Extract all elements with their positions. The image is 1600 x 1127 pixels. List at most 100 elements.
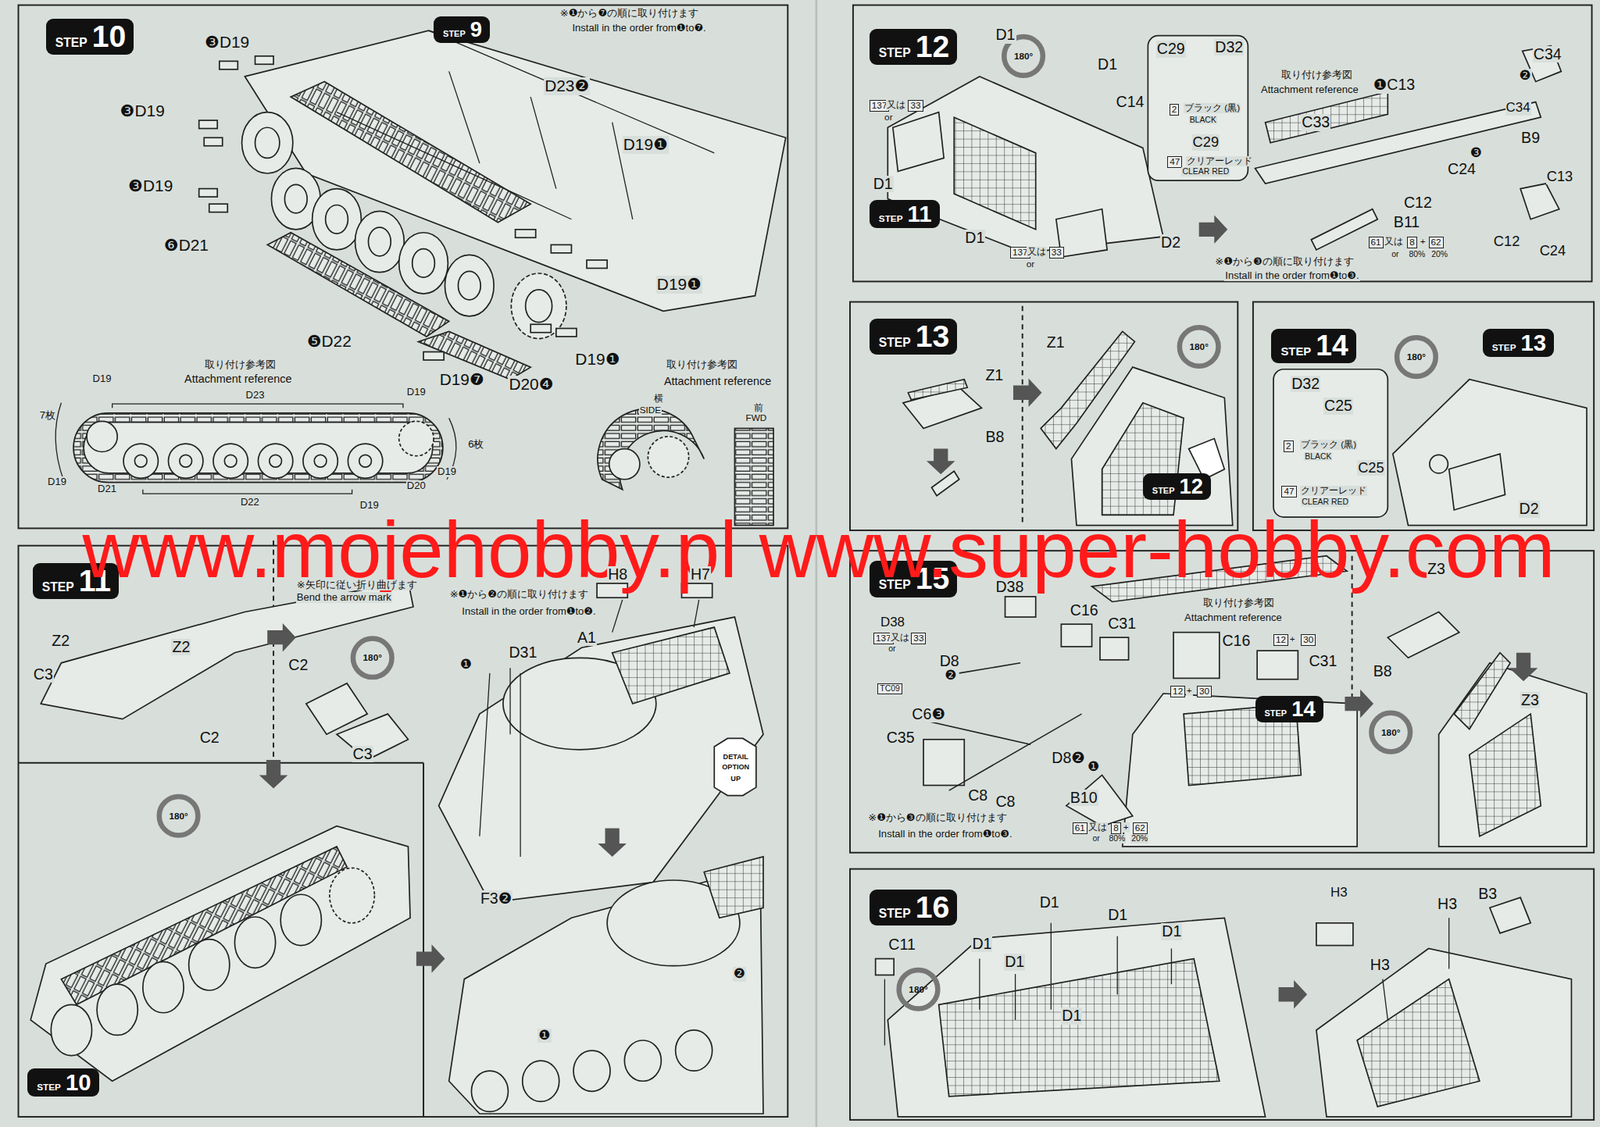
part-label: ❷ <box>732 967 747 983</box>
watermark: www.mojehobby.pl www.super-hobby.com <box>81 510 1556 590</box>
part-label: ❶C13 <box>1372 76 1416 94</box>
paint-code: 33 <box>910 632 926 645</box>
part-label: D19 <box>46 476 68 488</box>
part-label: Attachment reference <box>663 375 772 389</box>
part-label: 又は <box>885 100 907 111</box>
step-number: 9 <box>470 18 483 40</box>
part-label: 前 <box>753 403 765 414</box>
step-badge: STEP9 <box>433 16 490 43</box>
step-word: STEP <box>1264 709 1288 718</box>
part-label: Z2 <box>171 639 191 657</box>
part-label: ❸ <box>1469 146 1483 161</box>
part-label: + <box>1419 236 1427 247</box>
rotate-mark: 180° <box>362 653 383 664</box>
part-label: 取り付け参考図 <box>1280 69 1354 81</box>
step-number: 11 <box>907 202 933 225</box>
part-label: D19❼ <box>439 371 486 390</box>
step-badge: STEP12 <box>869 28 958 65</box>
part-label: B11 <box>1392 214 1421 232</box>
part-label: D23❷ <box>543 77 590 96</box>
step-word: STEP <box>1152 486 1175 496</box>
part-label: Z1 <box>984 367 1004 385</box>
part-label: B9 <box>1520 129 1541 147</box>
step-badge: STEP10 <box>46 18 134 55</box>
part-label: C6❸ <box>910 706 947 724</box>
rotate-mark: 180° <box>1380 727 1401 738</box>
part-label: CLEAR RED <box>1300 497 1350 507</box>
part-label: D1 <box>964 229 986 247</box>
step-number: 16 <box>915 892 950 923</box>
part-label: 取り付け参考図 <box>1202 597 1275 609</box>
step-number: 10 <box>92 21 127 52</box>
paint-code: 12 <box>1273 634 1289 647</box>
part-label: D20 <box>406 480 427 492</box>
part-label: C8 <box>994 793 1016 811</box>
part-label: 20% <box>1430 250 1449 259</box>
part-label: C12 <box>1492 233 1522 250</box>
step-badge: STEP14 <box>1255 696 1324 723</box>
part-label: + <box>1289 634 1297 645</box>
part-label: D19 <box>406 386 427 398</box>
part-label: A1 <box>576 629 597 647</box>
part-label: 又は <box>1087 822 1108 833</box>
part-label: C24 <box>1539 242 1568 259</box>
part-label: D32 <box>1214 39 1244 57</box>
paint-code: 12 <box>1170 685 1186 698</box>
part-label: D1 <box>1107 907 1129 925</box>
part-label: ブラック (黒) <box>1300 439 1358 450</box>
part-label: or <box>883 112 893 123</box>
part-label: ※❶から❷の順に取り付けます <box>449 589 590 600</box>
part-label: D19 <box>436 466 458 478</box>
step-badge: STEP10 <box>27 1068 99 1097</box>
part-label: Install in the order from❶to❸. <box>877 828 1013 840</box>
part-label: 6枚 <box>467 439 485 450</box>
part-label: Install in the order from❶to❷. <box>460 606 597 618</box>
part-label: ※❶から❸の順に取り付けます <box>1214 256 1354 268</box>
step-number: 13 <box>915 321 950 352</box>
part-label: D8❷ <box>1050 750 1086 768</box>
step-word: STEP <box>878 214 904 224</box>
part-label: ❺D22 <box>306 332 353 351</box>
step-number: 12 <box>1179 475 1204 497</box>
part-label: C31 <box>1107 615 1137 633</box>
part-label: or <box>1025 259 1036 270</box>
step-badge: STEP14 <box>1271 328 1356 364</box>
part-label: C12 <box>1403 194 1433 212</box>
part-label: Z3 <box>1426 560 1447 579</box>
paint-code: 2 <box>1283 440 1294 453</box>
part-label: クリアーレッド <box>1300 485 1368 497</box>
part-label: B8 <box>1372 663 1393 681</box>
paint-code: 62 <box>1428 236 1444 249</box>
part-label: D1 <box>1060 1007 1083 1025</box>
part-label: C13 <box>1546 168 1575 185</box>
part-label: C35 <box>885 729 916 747</box>
part-label: D1 <box>994 26 1016 44</box>
step-number: 14 <box>1291 698 1315 720</box>
step-word: STEP <box>1280 346 1311 358</box>
step-badge: STEP13 <box>869 318 958 355</box>
part-label: ❸D19 <box>119 102 166 121</box>
paint-code: 62 <box>1132 822 1148 835</box>
part-label: D1 <box>971 935 993 954</box>
part-label: D2 <box>1518 500 1540 518</box>
part-label: Z3 <box>1520 692 1540 710</box>
part-label: ❷ <box>943 668 958 684</box>
part-label: C16 <box>1069 602 1100 620</box>
part-label: D32 <box>1290 375 1321 393</box>
part-label: C34 <box>1505 100 1532 116</box>
step-badge: STEP16 <box>869 889 958 926</box>
part-label: Install in the order from❶to❸. <box>1224 270 1360 282</box>
part-label: + <box>1122 822 1130 833</box>
part-label: H3 <box>1329 885 1349 901</box>
part-label: BLACK <box>1189 115 1218 125</box>
part-label: 20% <box>1130 834 1149 843</box>
step-number: 10 <box>65 1071 92 1094</box>
part-label: C31 <box>1307 653 1338 671</box>
part-label: D1 <box>872 175 894 193</box>
part-label: D19❶ <box>622 135 669 154</box>
step-word: STEP <box>42 581 75 594</box>
part-label: D20❹ <box>507 375 554 394</box>
part-label: D19❶ <box>574 350 621 369</box>
part-label: ❻D21 <box>163 236 210 255</box>
rotate-mark: DETAIL <box>722 753 750 761</box>
